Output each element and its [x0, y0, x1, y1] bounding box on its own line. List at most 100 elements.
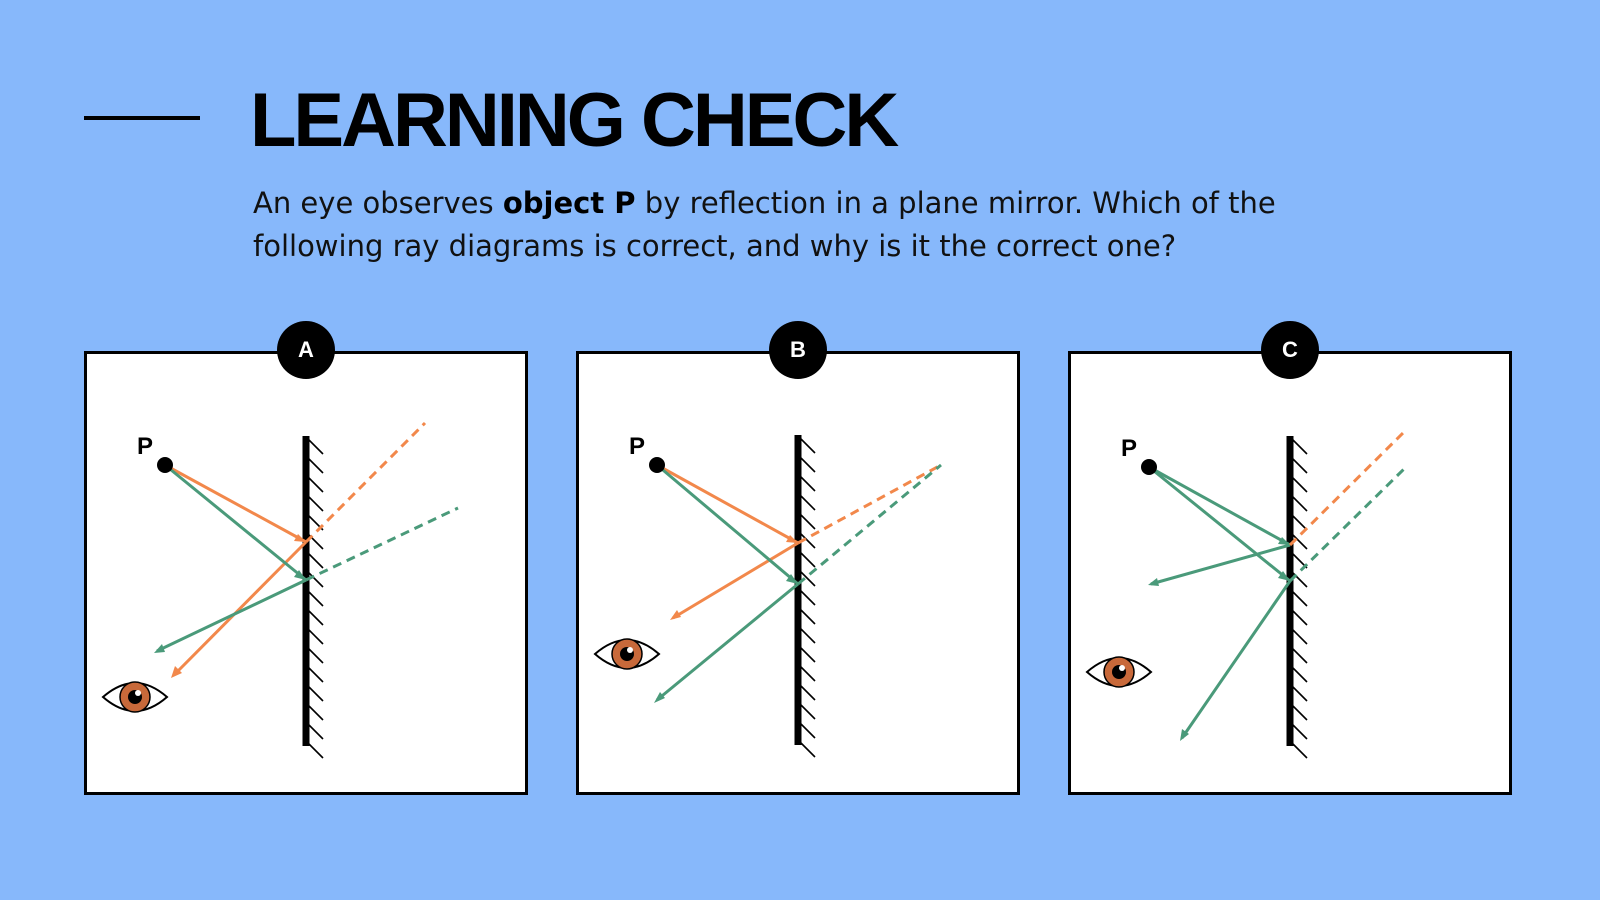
arrowhead [171, 666, 182, 678]
mirror-hatch [308, 743, 324, 759]
incident-ray-green-1 [1148, 465, 1291, 547]
virtual-ray-orange [1288, 430, 1406, 547]
mirror-hatch [800, 457, 816, 473]
arrowhead [786, 574, 798, 584]
arrowhead [154, 644, 165, 653]
mirror-hatch [308, 724, 324, 740]
reflected-ray-orange [672, 541, 799, 620]
mirror-hatch [800, 533, 816, 549]
object-label: P [1121, 435, 1137, 462]
object-point [649, 457, 665, 473]
arrowhead [1278, 537, 1290, 545]
mirror-hatch [800, 590, 816, 606]
virtual-ray-green [1288, 467, 1406, 583]
mirror-hatch [1292, 591, 1308, 607]
mirror-hatch [1292, 515, 1308, 531]
mirror-hatch [1292, 458, 1308, 474]
arrowhead [670, 610, 681, 620]
mirror-hatch [308, 610, 324, 626]
diagram-panel-a[interactable]: P [84, 351, 528, 795]
mirror-hatch [800, 742, 816, 758]
object-label: P [629, 433, 645, 460]
object-point [157, 457, 173, 473]
question-text: An eye observes object P by reflection i… [253, 182, 1313, 268]
object-label: P [137, 433, 153, 460]
mirror-hatch [308, 439, 324, 455]
arrowhead [1148, 578, 1159, 586]
reflected-ray-green-1 [1150, 543, 1291, 586]
virtual-ray-green [797, 463, 942, 586]
arrowhead [654, 692, 665, 703]
diagram-panel-b[interactable]: P [576, 351, 1020, 795]
reflected-ray-green [656, 582, 799, 702]
mirror-hatch [1292, 705, 1308, 721]
diagram-c-svg: P [1085, 430, 1406, 759]
diagram-a-svg: P [101, 421, 459, 759]
mirror-hatch [308, 629, 324, 645]
question-bold: object P [502, 186, 636, 220]
virtual-ray-orange [304, 421, 427, 544]
mirror-hatch [1292, 496, 1308, 512]
diagram-badge-c: C [1261, 321, 1319, 379]
mirror-hatch [1292, 648, 1308, 664]
mirror-hatch [308, 667, 324, 683]
reflected-ray-orange [172, 540, 308, 677]
mirror-hatch [800, 552, 816, 568]
diagram-panel-c[interactable]: P [1068, 351, 1512, 795]
arrowhead [1180, 729, 1189, 741]
mirror [302, 436, 324, 759]
mirror-hatch [1292, 743, 1308, 759]
mirror [1286, 436, 1308, 759]
mirror-hatch [308, 477, 324, 493]
reflected-ray-green-2 [1180, 580, 1292, 739]
mirror-hatch [1292, 477, 1308, 493]
mirror-hatch [800, 514, 816, 530]
arrowhead [1278, 571, 1290, 581]
arrowhead [786, 535, 798, 543]
question-part1: An eye observes [253, 186, 503, 220]
virtual-ray-orange [797, 463, 942, 545]
mirror-hatch [308, 572, 324, 588]
mirror-hatch [308, 686, 324, 702]
mirror-hatch [800, 704, 816, 720]
diagram-badge-a: A [277, 321, 335, 379]
question-part2: by reflection in a plane mirror. Which o… [253, 186, 1276, 263]
incident-ray-green [656, 463, 799, 586]
mirror-hatch [1292, 439, 1308, 455]
diagram-b-svg: P [593, 433, 942, 758]
page-title: LEARNING CHECK [250, 78, 899, 163]
object-point [1141, 459, 1157, 475]
diagram-badge-b: B [769, 321, 827, 379]
mirror-hatch [308, 591, 324, 607]
mirror-hatch [308, 458, 324, 474]
mirror-hatch [1292, 724, 1308, 740]
mirror-hatch [1292, 686, 1308, 702]
mirror-hatch [800, 571, 816, 587]
mirror-hatch [1292, 629, 1308, 645]
mirror-hatch [800, 666, 816, 682]
mirror-hatch [1292, 667, 1308, 683]
mirror-hatch [800, 495, 816, 511]
mirror-hatch [800, 438, 816, 454]
mirror-hatch [800, 647, 816, 663]
mirror-hatch [1292, 610, 1308, 626]
mirror [794, 435, 816, 758]
mirror-hatch [800, 723, 816, 739]
incident-ray-orange [656, 463, 799, 545]
mirror-hatch [308, 553, 324, 569]
arrowhead [294, 534, 306, 542]
virtual-ray-green [305, 506, 459, 582]
mirror-hatch [800, 685, 816, 701]
mirror-hatch [308, 705, 324, 721]
arrowhead [294, 570, 306, 580]
eye-icon [1085, 656, 1153, 688]
mirror-hatch [800, 628, 816, 644]
mirror-hatch [1292, 534, 1308, 550]
mirror-hatch [800, 609, 816, 625]
reflected-ray-green [156, 578, 307, 653]
incident-ray-green-2 [1148, 465, 1291, 583]
mirror-hatch [800, 476, 816, 492]
eye-icon [593, 638, 661, 670]
incident-ray-orange [164, 463, 307, 544]
mirror-hatch [308, 648, 324, 664]
